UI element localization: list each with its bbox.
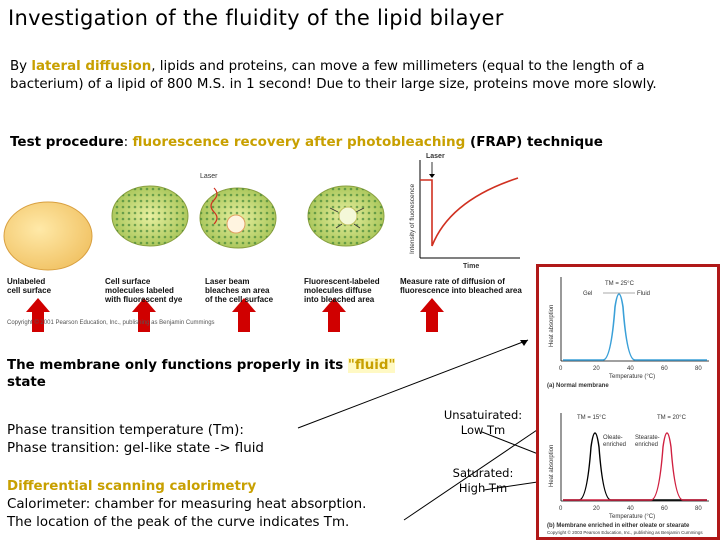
intro-paragraph: By lateral diffusion, lipids and protein… [10, 58, 710, 94]
svg-text:0: 0 [559, 366, 563, 372]
membrane-statement: The membrane only functions properly in … [7, 358, 396, 390]
svg-text:Heat absorption: Heat absorption [549, 305, 555, 347]
svg-text:TM = 20°C: TM = 20°C [657, 415, 687, 421]
dsc-highlight: Differential scanning calorimetry [7, 479, 257, 494]
svg-text:0: 0 [559, 506, 563, 512]
svg-text:Temperature (°C): Temperature (°C) [609, 514, 655, 520]
laser-label: Laser [200, 173, 218, 180]
diffusion-arrows-icon [329, 207, 365, 229]
svg-text:Copyright © 2003 Pearson Educa: Copyright © 2003 Pearson Education, Inc.… [547, 529, 703, 535]
unlabeled-cell [3, 201, 93, 271]
fluid-highlight: "fluid" [347, 358, 396, 373]
red-up-arrow-icon [322, 298, 346, 332]
graph-y-axis: Intensity of fluorescence [409, 184, 416, 254]
svg-text:Heat absorption: Heat absorption [549, 445, 555, 487]
svg-text:20: 20 [593, 506, 600, 512]
svg-text:(b) Membrane enriched in eithe: (b) Membrane enriched in either oleate o… [547, 523, 690, 529]
test-lead: Test procedure [10, 134, 124, 150]
svg-text:80: 80 [695, 366, 702, 372]
svg-text:40: 40 [627, 506, 634, 512]
frap-copyright: Copyright © 2001 Pearson Education, Inc.… [7, 320, 215, 326]
laser-beam-icon [210, 187, 218, 225]
red-up-arrow-icon [132, 298, 156, 332]
svg-text:Oleate-: Oleate- [603, 435, 623, 441]
svg-text:20: 20 [593, 366, 600, 372]
page-title: Investigation of the fluidity of the lip… [8, 6, 504, 30]
recovery-curve [420, 177, 519, 247]
normal-membrane-curve [563, 293, 707, 361]
test-post: (FRAP) technique [465, 134, 603, 150]
intro-highlight: lateral diffusion [31, 59, 152, 74]
recovery-graph [419, 160, 520, 259]
dsc-figure-panel: TM = 25°C Gel Fluid Heat absorption 0 20… [536, 264, 720, 540]
svg-text:60: 60 [661, 366, 668, 372]
svg-text:enriched: enriched [635, 442, 658, 448]
test-highlight: fluorescence recovery after photobleachi… [132, 134, 466, 150]
red-up-arrow-icon [232, 298, 256, 332]
step-arrows [26, 298, 444, 332]
svg-text:Fluid: Fluid [637, 291, 650, 297]
dsc-figure: TM = 25°C Gel Fluid Heat absorption 0 20… [547, 277, 709, 535]
dsc-text: Differential scanning calorimetry Calori… [7, 479, 367, 530]
svg-text:Gel: Gel [583, 291, 592, 297]
intro-post: , lipids and proteins, can move a few mi… [10, 59, 657, 92]
unsaturated-label: Unsatuirated:Low Tm [443, 408, 523, 437]
diffusing-cell [307, 185, 385, 247]
intro-pre: By [10, 59, 32, 74]
frap-figure: Laser Laser Intensity of fluorescence Ti… [3, 153, 520, 332]
svg-text:Stearate-: Stearate- [635, 435, 660, 441]
svg-text:60: 60 [661, 506, 668, 512]
phase-transition-text: Phase transition temperature (Tm): Phase… [7, 423, 264, 456]
test-procedure: Test procedure: fluorescence recovery af… [10, 134, 603, 150]
red-up-arrow-icon [420, 298, 444, 332]
graph-x-axis: Time [463, 263, 479, 270]
stearate-curve [563, 432, 707, 501]
bleached-cell [199, 187, 277, 249]
saturated-label: Saturated:High Tm [452, 466, 514, 495]
oleate-curve [563, 432, 707, 501]
svg-text:40: 40 [627, 366, 634, 372]
labeled-cell [111, 185, 189, 247]
svg-text:Temperature (°C): Temperature (°C) [609, 374, 655, 380]
svg-text:80: 80 [695, 506, 702, 512]
test-sep: : [123, 134, 133, 150]
svg-text:(a) Normal membrane: (a) Normal membrane [547, 383, 609, 389]
svg-text:TM = 25°C: TM = 25°C [605, 281, 635, 287]
red-up-arrow-icon [26, 298, 50, 332]
graph-laser-label: Laser [426, 153, 445, 160]
svg-text:enriched: enriched [603, 442, 626, 448]
svg-text:TM = 15°C: TM = 15°C [577, 415, 607, 421]
